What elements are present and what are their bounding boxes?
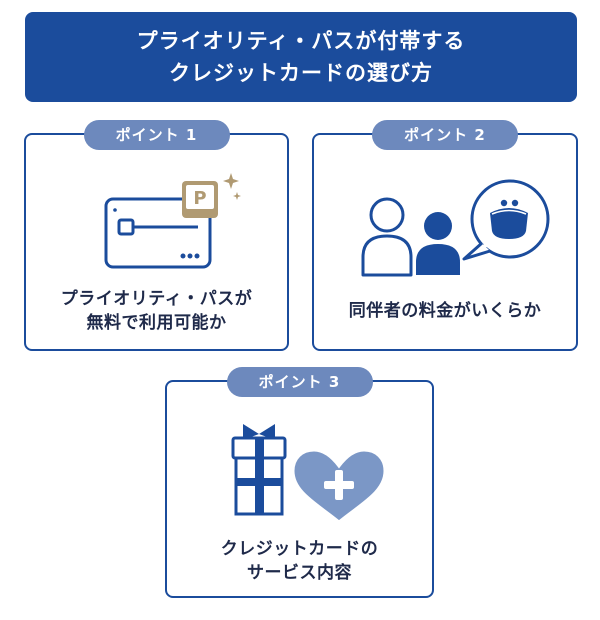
p-letter: P: [193, 188, 206, 209]
point-2-caption: 同伴者の料金がいくらか: [348, 301, 542, 321]
priority-pass-p-icon: P: [182, 181, 218, 218]
point-1-caption: プライオリティ・パスが 無料で利用可能か: [60, 289, 253, 333]
point-2-badge: ポイント 2: [372, 120, 518, 150]
heart-plus-icon: [291, 448, 387, 524]
title-banner: プライオリティ・パスが付帯する クレジットカードの選び方: [25, 12, 577, 102]
gift-box-icon: [231, 424, 287, 516]
coin-purse-icon: [490, 199, 528, 239]
point-3-caption: クレジットカードの サービス内容: [220, 539, 379, 583]
sparkle-icon: [223, 173, 239, 189]
person-outline-icon: [361, 197, 413, 277]
person-filled-icon: [416, 212, 460, 275]
title-line-1: プライオリティ・パスが付帯する: [136, 29, 466, 53]
point-1-badge: ポイント 1: [83, 120, 230, 150]
companions-icon: [361, 179, 550, 277]
point-3-badge: ポイント 3: [226, 367, 373, 397]
point-2-card: ポイント 2 同伴者の料金がいくらか: [312, 120, 578, 351]
title-line-2: クレジットカードの選び方: [169, 61, 433, 85]
point-3-card: ポイント 3 クレジットカードの サービス内容: [165, 367, 434, 598]
sparkle-icon: [233, 192, 241, 200]
gift-service-icon: [231, 424, 387, 524]
credit-card-icon: P: [104, 173, 241, 269]
point-1-card: ポイント 1 P プライオリティ・パスが 無料で利用可能か: [24, 120, 289, 351]
